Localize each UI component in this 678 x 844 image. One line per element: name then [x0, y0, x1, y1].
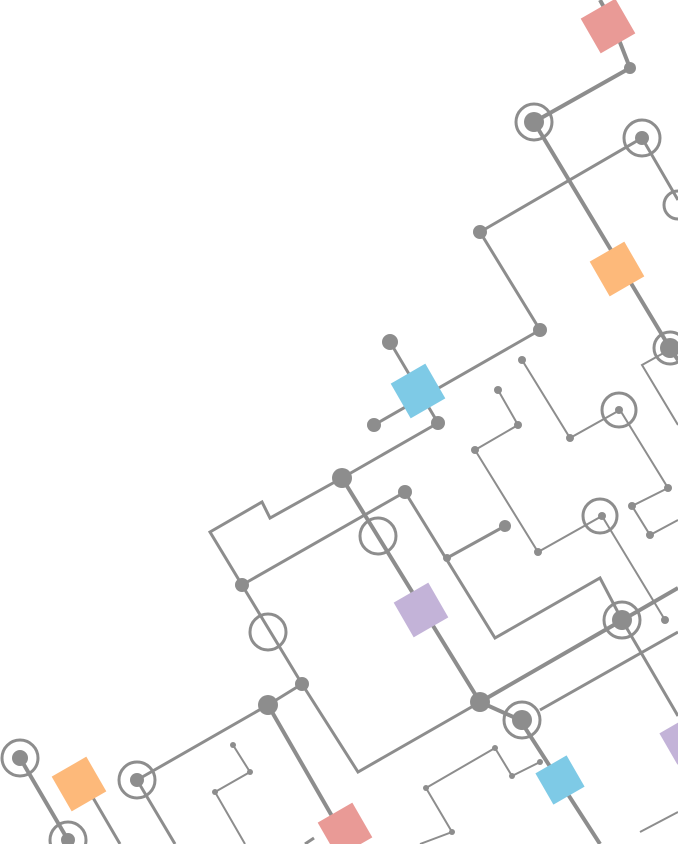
circuit-ring — [600, 391, 638, 429]
circuit-node — [518, 356, 526, 364]
circuit-trace — [494, 747, 541, 778]
circuit-trace — [639, 811, 678, 833]
circuit-node — [534, 548, 542, 556]
circuit-trace — [266, 704, 342, 831]
circuit-node — [612, 610, 632, 630]
circuit-trace — [403, 491, 678, 717]
circuit-node — [494, 386, 502, 394]
circuit-rings — [0, 102, 678, 844]
circuit-node — [492, 745, 498, 751]
circuit-node — [443, 554, 451, 562]
circuit-ring — [652, 330, 678, 366]
circuit-traces — [18, 0, 678, 844]
circuit-trace — [304, 836, 315, 844]
circuit-node — [382, 334, 398, 350]
circuit-node — [533, 323, 547, 337]
circuit-node — [661, 616, 669, 624]
circuit-node — [512, 710, 532, 730]
circuit-ring — [602, 600, 642, 640]
circuit-chip — [580, 0, 636, 54]
circuit-node — [332, 468, 352, 488]
circuit-ring — [581, 497, 619, 535]
circuit-node — [471, 446, 479, 454]
circuit-node — [258, 695, 278, 715]
circuit-node — [431, 416, 445, 430]
circuit-ring — [622, 118, 662, 158]
circuit-chip — [659, 715, 678, 765]
circuit-node — [423, 785, 429, 791]
circuit-node — [499, 520, 511, 532]
circuit-trace — [340, 476, 678, 705]
circuit-chip — [589, 241, 645, 297]
circuit-node — [664, 484, 672, 492]
circuit-ring — [502, 700, 542, 740]
circuit-trace — [531, 0, 678, 362]
circuit-trace — [135, 779, 177, 844]
circuit-node — [635, 131, 649, 145]
circuit-node — [660, 338, 678, 358]
circuit-node — [449, 829, 455, 835]
circuit-trace — [213, 744, 252, 844]
circuit-trace — [539, 630, 678, 712]
circuit-node — [628, 502, 636, 510]
circuit-ring — [117, 760, 157, 800]
circuit-trace — [207, 341, 621, 775]
circuit-ring — [662, 189, 678, 221]
circuit-trace — [18, 756, 70, 842]
circuit-node — [598, 512, 606, 520]
circuit-trace — [473, 389, 666, 621]
circuit-node — [509, 773, 515, 779]
circuit-trace — [241, 490, 406, 587]
circuit-chip — [535, 755, 585, 805]
circuit-trace — [640, 137, 678, 201]
circuit-node — [615, 406, 623, 414]
circuit-node — [524, 112, 544, 132]
circuit-node — [295, 677, 309, 691]
circuit-chips — [51, 0, 678, 844]
circuit-node — [470, 692, 490, 712]
circuit-chip — [51, 756, 107, 812]
circuit-trace — [373, 136, 643, 427]
circuit-node — [12, 750, 28, 766]
circuit-node — [566, 434, 574, 442]
circuit-chip — [393, 582, 449, 638]
circuit-node — [230, 742, 236, 748]
circuit-node — [624, 62, 636, 74]
circuit-ring — [248, 612, 288, 652]
circuit-ring — [514, 102, 554, 142]
circuit-ring — [0, 738, 40, 778]
circuit-node — [398, 485, 412, 499]
circuit-ring — [48, 820, 88, 844]
circuit-nodes — [12, 62, 678, 844]
circuit-trace — [419, 747, 496, 844]
circuit-node — [247, 769, 253, 775]
circuit-node — [367, 418, 381, 432]
circuit-node — [473, 225, 487, 239]
circuit-chip — [390, 363, 446, 419]
circuit-trace — [136, 682, 303, 782]
circuit-node — [537, 759, 543, 765]
circuit-node — [212, 789, 218, 795]
circuit-node — [514, 421, 522, 429]
circuit-node — [235, 578, 249, 592]
circuit-trace — [446, 524, 506, 560]
circuit-node — [646, 531, 654, 539]
circuit-node — [61, 833, 75, 844]
circuit-node — [130, 773, 144, 787]
circuit-ring — [358, 516, 398, 556]
